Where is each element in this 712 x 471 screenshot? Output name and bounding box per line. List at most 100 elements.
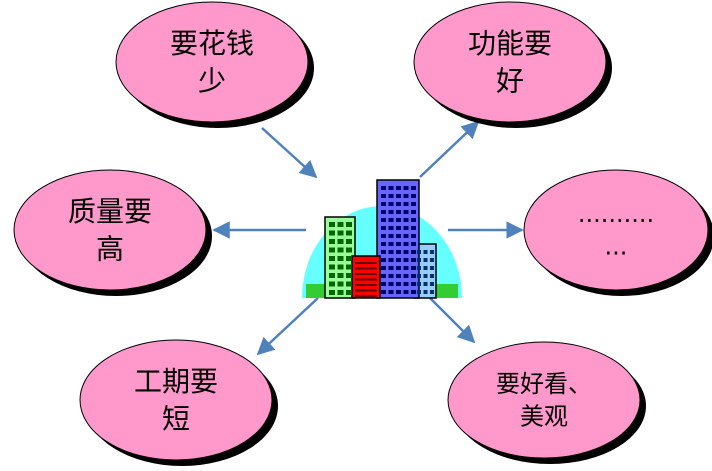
window	[411, 250, 416, 254]
window	[346, 273, 352, 278]
window	[388, 194, 394, 198]
window	[381, 234, 386, 238]
bubble-shape	[115, 1, 309, 123]
bubble-shape	[523, 169, 709, 291]
window	[403, 210, 409, 214]
window	[411, 202, 416, 206]
window	[329, 239, 335, 244]
window	[396, 202, 401, 206]
window	[396, 194, 401, 198]
window	[337, 247, 344, 253]
window	[417, 266, 421, 270]
window	[396, 250, 401, 254]
tower-blue-tall	[376, 179, 420, 299]
window	[430, 266, 434, 270]
window	[329, 222, 335, 227]
window	[381, 242, 386, 246]
window	[403, 226, 409, 230]
bubble-label-line: 少	[198, 65, 226, 98]
bubble-shape	[79, 339, 273, 461]
window	[411, 226, 416, 230]
window	[381, 250, 386, 254]
window	[396, 226, 401, 230]
window	[423, 250, 428, 254]
window	[403, 194, 409, 198]
window	[396, 234, 401, 238]
bubble-label-line: 要好看、	[496, 370, 592, 398]
window	[396, 274, 401, 278]
window	[337, 222, 344, 227]
window	[346, 256, 352, 261]
window	[337, 281, 344, 287]
window	[411, 290, 416, 294]
window	[396, 242, 401, 246]
bubble-label-line: 高	[96, 233, 124, 266]
window	[396, 290, 401, 294]
window	[381, 290, 386, 294]
window	[337, 239, 344, 244]
window	[355, 289, 377, 292]
window	[417, 258, 421, 262]
window	[355, 262, 377, 264]
window	[403, 250, 409, 254]
bubble-more: .............	[523, 169, 712, 296]
window	[346, 290, 352, 295]
bubble-label-line: 功能要	[468, 27, 552, 60]
window	[381, 274, 386, 278]
window	[403, 218, 409, 222]
window	[411, 186, 416, 190]
window	[430, 274, 434, 278]
building-windows	[329, 186, 434, 297]
window	[423, 258, 428, 262]
window	[430, 282, 434, 286]
window	[337, 230, 344, 236]
bubble-shape	[13, 169, 207, 291]
bubble-label-line: 短	[162, 403, 190, 436]
window	[388, 210, 394, 214]
window	[329, 230, 335, 236]
window	[355, 273, 377, 275]
window	[403, 282, 409, 286]
window	[381, 202, 386, 206]
window	[388, 266, 394, 270]
window	[381, 218, 386, 222]
window	[346, 222, 352, 227]
window	[396, 258, 401, 262]
window	[403, 266, 409, 270]
window	[403, 234, 409, 238]
window	[388, 274, 394, 278]
bubble-label-line: 工期要	[134, 365, 218, 398]
city-buildings-icon	[302, 179, 462, 299]
window	[388, 258, 394, 262]
window	[396, 218, 401, 222]
window	[423, 274, 428, 278]
window	[411, 274, 416, 278]
window	[388, 226, 394, 230]
window	[329, 256, 335, 261]
window	[411, 218, 416, 222]
window	[411, 282, 416, 286]
window	[417, 274, 421, 278]
arrow-function	[419, 120, 480, 178]
window	[346, 239, 352, 244]
window	[430, 250, 434, 254]
window	[388, 218, 394, 222]
window	[396, 186, 401, 190]
bubble-shape	[447, 341, 641, 459]
window	[417, 250, 421, 254]
window	[346, 247, 352, 253]
window	[346, 281, 352, 287]
window	[388, 250, 394, 254]
window	[329, 273, 335, 278]
window	[430, 290, 434, 294]
window	[396, 282, 401, 286]
bubble-label-line: 要花钱	[170, 27, 254, 60]
arrow-period	[256, 297, 319, 356]
window	[430, 258, 434, 262]
window	[337, 290, 344, 295]
window	[355, 278, 377, 281]
window	[381, 186, 386, 190]
